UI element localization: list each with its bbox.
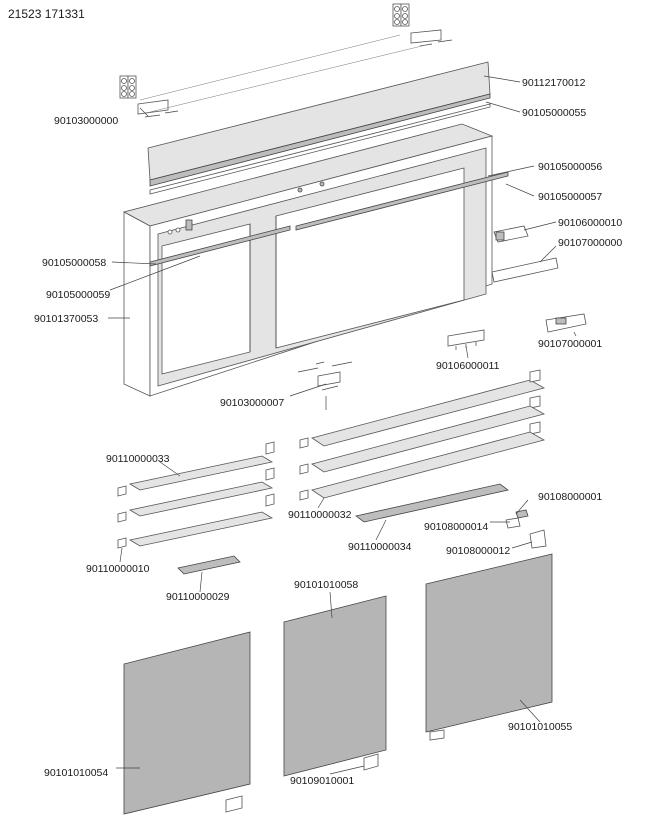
label-90110000032: 90110000032 [288,509,352,521]
label-90106000010: 90106000010 [558,217,622,229]
top-cover-profile [147,61,491,195]
label-90110000033: 90110000033 [106,453,170,465]
left-light-rail [149,225,291,267]
label-90107000001: 90107000001 [538,338,602,350]
label-90109010001: 90109010001 [290,775,354,787]
socket-module [493,225,529,243]
label-90101010055: 90101010055 [508,721,572,733]
label-90106000011: 90106000011 [436,360,500,372]
short-shelf-dark [177,555,241,575]
top-left-wall-bracket [119,75,179,118]
shelf-right-3 [311,431,546,499]
label-90112170012: 90112170012 [522,77,586,89]
mirror-door-left [123,631,251,815]
shelf-right-2 [311,405,546,473]
drawing-number: 21523 171331 [8,7,85,21]
label-90110000034: 90110000034 [348,541,412,553]
label-90108000012: 90108000012 [446,545,510,557]
door-hinge-middle [363,753,379,771]
mirror-door-right [425,553,553,733]
upper-light-rail [295,171,509,231]
mirror-door-middle [283,595,387,777]
narrow-shelf-dark [355,483,509,523]
mounting-bracket-small [297,361,353,410]
label-90101010054: 90101010054 [44,767,108,779]
label-90110000029: 90110000029 [166,591,230,603]
shelf-left-3 [128,493,275,547]
shelf-end-cap [529,529,547,549]
label-90110000010: 90110000010 [86,563,150,575]
led-driver [491,257,559,283]
label-90105000059: 90105000059 [46,289,110,301]
label-90101370053: 90101370053 [34,313,98,325]
door-hinge-left [225,795,243,813]
label-90103000000: 90103000000 [54,115,118,127]
top-right-wall-bracket [392,3,453,47]
shelf-left-2 [128,467,275,517]
label-90101010058: 90101010058 [294,579,358,591]
shelf-end-clip [505,509,529,529]
label-90105000057: 90105000057 [538,191,602,203]
label-90107000000: 90107000000 [558,237,622,249]
label-90105000058: 90105000058 [42,257,106,269]
shelf-left-clips [117,485,127,549]
label-90105000055: 90105000055 [522,107,586,119]
label-90105000056: 90105000056 [538,161,602,173]
label-90108000001: 90108000001 [538,491,602,503]
label-90103000007: 90103000007 [220,397,284,409]
shelf-right-clips [299,437,309,501]
shelf-left-1 [128,441,275,491]
shelf-right-1 [311,369,546,447]
label-90108000014: 90108000014 [424,521,488,533]
door-hinge-right [429,729,445,741]
switch-unit [545,313,587,333]
